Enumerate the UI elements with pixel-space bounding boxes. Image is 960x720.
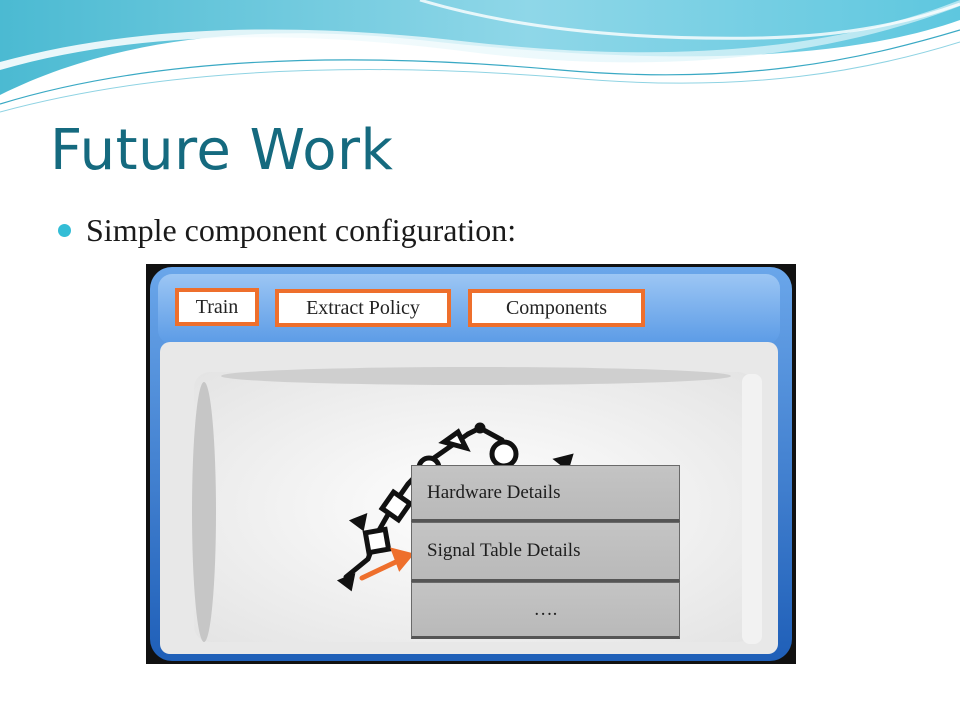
tab-components[interactable]: Components [468,289,645,327]
bullet-item: Simple component configuration: [58,208,516,252]
menu-item-more[interactable]: …. [411,582,680,639]
menu-item-signal-table-details[interactable]: Signal Table Details [411,522,680,582]
bullet-dot-icon [58,223,71,237]
tab-extract-policy[interactable]: Extract Policy [275,289,451,327]
slide-title: Future Work [50,118,394,183]
menu-item-hardware-details[interactable]: Hardware Details [411,465,680,522]
app-window-illustration: Train Extract Policy Components Hardware… [146,264,796,664]
tab-train[interactable]: Train [175,288,259,326]
pointer-arrow-icon [359,547,415,581]
bullet-text: Simple component configuration: [86,211,517,248]
header-wave-banner [0,0,960,113]
component-graph-icon [336,422,574,592]
components-dropdown-menu: Hardware Details Signal Table Details …. [411,465,680,639]
